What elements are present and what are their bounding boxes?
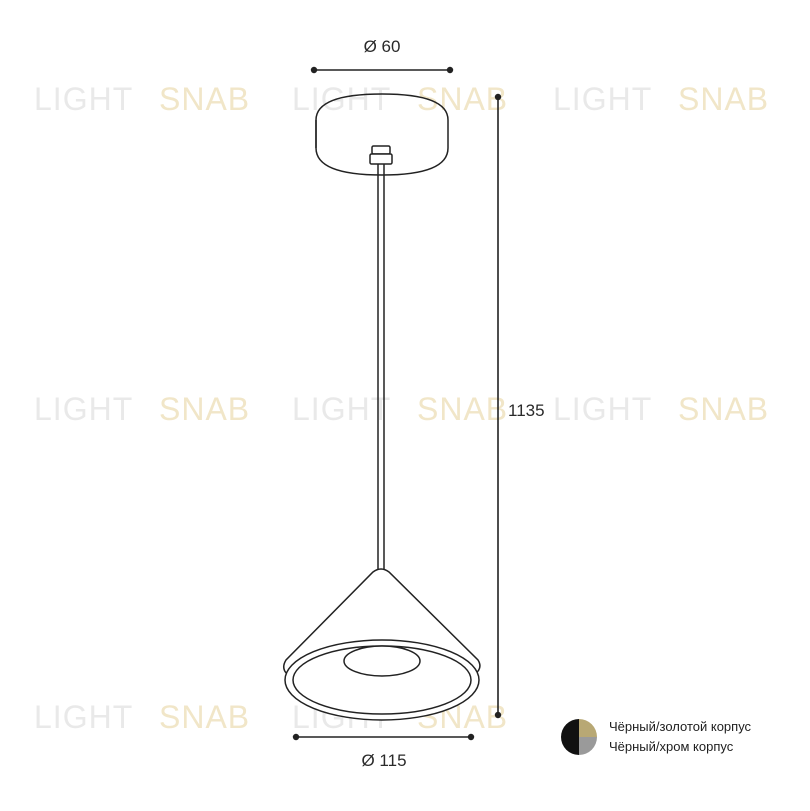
dimension-endpoint: [494, 711, 502, 719]
legend-label: Чёрный/хром корпус: [609, 738, 734, 754]
watermark: LIGHT SNAB: [34, 81, 250, 117]
watermark-light-text: LIGHT: [292, 391, 391, 427]
watermark-light-text: LIGHT: [34, 391, 133, 427]
watermark-light-text: LIGHT: [553, 81, 652, 117]
watermark: LIGHT SNAB: [553, 391, 769, 427]
dimension-endpoint: [292, 733, 300, 741]
finish-swatch-icon: [561, 719, 597, 755]
canopy: [315, 93, 449, 176]
dimension-endpoint: [446, 66, 454, 74]
watermark: LIGHT SNAB: [34, 391, 250, 427]
lamp-shade: [283, 568, 481, 721]
shade-dimension: Ø 115: [292, 733, 475, 770]
watermark-snab-text: SNAB: [159, 391, 250, 427]
watermark: LIGHT SNAB: [34, 699, 250, 735]
dimension-endpoint: [494, 93, 502, 101]
watermark: LIGHT SNAB: [292, 81, 508, 117]
cord-connector: [369, 153, 393, 165]
cord-connector-top: [371, 145, 391, 155]
watermark-layer: LIGHT SNAB LIGHT SNAB LIGHT SNAB LIGHT S…: [34, 81, 769, 735]
watermark-snab-text: SNAB: [159, 699, 250, 735]
light-diffuser: [343, 645, 421, 677]
shade-diameter-label: Ø 115: [361, 751, 406, 770]
height-dimension: 1135: [494, 93, 545, 719]
watermark-snab-text: SNAB: [417, 391, 508, 427]
watermark-snab-text: SNAB: [159, 81, 250, 117]
dimension-endpoint: [467, 733, 475, 741]
watermark-snab-text: SNAB: [417, 81, 508, 117]
canopy-dimension: Ø 60: [310, 37, 454, 74]
legend-label: Чёрный/золотой корпус: [609, 718, 752, 734]
watermark-light-text: LIGHT: [34, 81, 133, 117]
watermark-snab-text: SNAB: [678, 81, 769, 117]
total-height-label: 1135: [508, 401, 545, 420]
watermark-snab-text: SNAB: [678, 391, 769, 427]
canopy-body: [315, 93, 449, 176]
suspension: [369, 145, 393, 572]
watermark: LIGHT SNAB: [553, 81, 769, 117]
watermark: LIGHT SNAB: [292, 391, 508, 427]
legend-item-black-gold: Чёрный/золотой корпус: [561, 716, 751, 736]
watermark-light-text: LIGHT: [553, 391, 652, 427]
finish-legend: Чёрный/золотой корпус Чёрный/хром корпус: [561, 716, 751, 756]
watermark-light-text: LIGHT: [292, 81, 391, 117]
dimension-endpoint: [310, 66, 318, 74]
canopy-diameter-label: Ø 60: [364, 37, 401, 56]
legend-item-black-chrome: Чёрный/хром корпус: [561, 736, 751, 756]
watermark-light-text: LIGHT: [34, 699, 133, 735]
